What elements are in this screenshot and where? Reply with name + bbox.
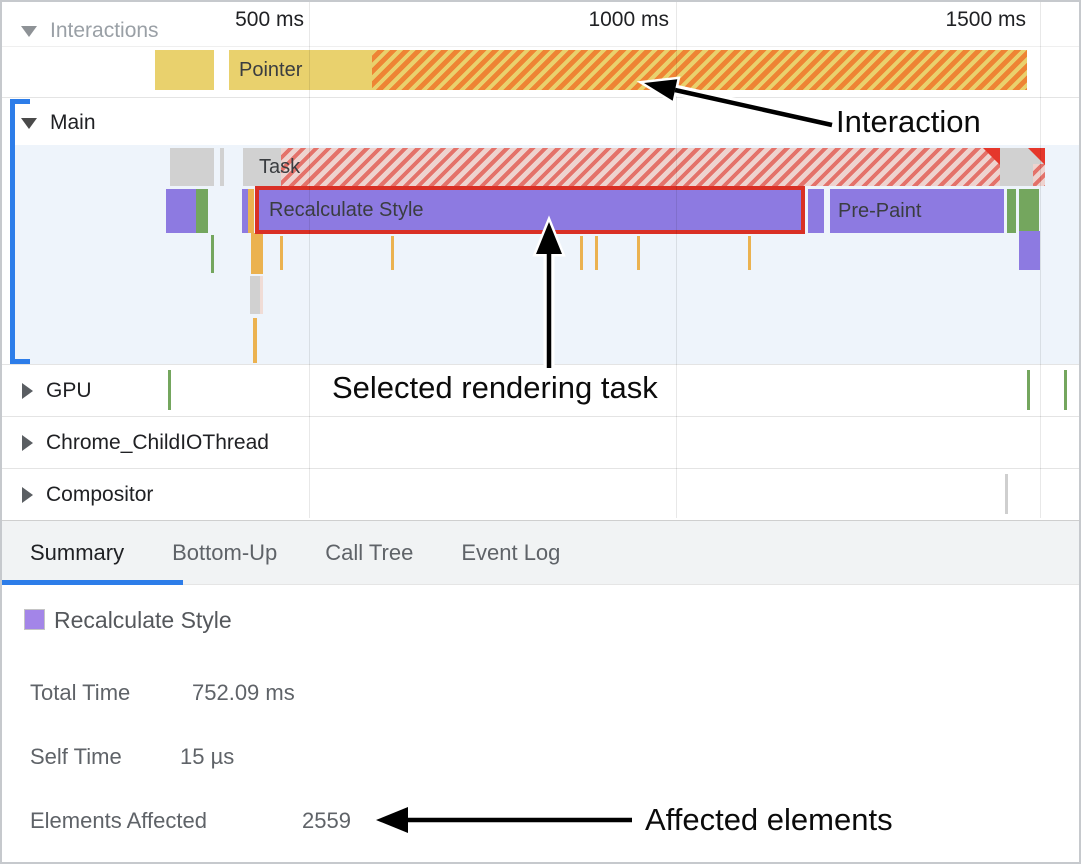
- script-fragment-bar[interactable]: [253, 318, 257, 363]
- compositor-activity-bar[interactable]: [1005, 474, 1008, 514]
- style-recalc-fragment-bar[interactable]: [808, 189, 824, 233]
- category-color-swatch: [24, 609, 45, 630]
- paint-fragment-bar[interactable]: [1019, 189, 1039, 233]
- ruler-divider: [2, 46, 1079, 47]
- track-label: Compositor: [46, 483, 154, 506]
- annotation-selected-task: Selected rendering task: [332, 370, 658, 405]
- elements-affected-label: Elements Affected: [30, 808, 207, 833]
- track-header-childio[interactable]: Chrome_ChildIOThread: [22, 431, 269, 455]
- summary-event-title: Recalculate Style: [54, 607, 232, 633]
- track-divider: [2, 416, 1079, 417]
- style-recalc-fragment-bar[interactable]: [166, 189, 196, 233]
- total-time-label: Total Time: [30, 680, 131, 705]
- track-label: Interactions: [50, 19, 159, 42]
- track-label: Main: [50, 111, 96, 134]
- total-time-value: 752.09 ms: [192, 680, 295, 705]
- time-ruler-label: 1000 ms: [588, 8, 669, 31]
- script-fragment-bar[interactable]: [248, 189, 254, 233]
- gpu-activity-bar[interactable]: [1027, 370, 1030, 410]
- gridline: [676, 2, 677, 518]
- tab-call-tree[interactable]: Call Tree: [325, 539, 414, 565]
- task-fragment-bar[interactable]: [220, 148, 224, 186]
- time-ruler-label: 500 ms: [235, 8, 304, 31]
- track-label: GPU: [46, 379, 92, 402]
- paint-fragment-bar[interactable]: [1007, 189, 1016, 233]
- interaction-event-bar[interactable]: [155, 50, 214, 90]
- long-task-indicator-icon: [983, 148, 1000, 165]
- elements-affected-value: 2559: [302, 808, 351, 833]
- annotation-affected-elements: Affected elements: [645, 802, 893, 837]
- task-fragment-bar[interactable]: [170, 148, 214, 186]
- script-fragment-bar[interactable]: [595, 236, 598, 270]
- annotation-interaction: Interaction: [836, 104, 981, 139]
- script-fragment-bar[interactable]: [251, 233, 263, 274]
- script-fragment-bar[interactable]: [637, 236, 640, 270]
- track-divider: [2, 97, 1079, 98]
- pre-paint-label: Pre-Paint: [838, 200, 922, 222]
- recalculate-style-bar-selected[interactable]: Recalculate Style: [255, 186, 805, 234]
- task-bar[interactable]: [243, 148, 281, 186]
- selected-track-bracket: [10, 99, 15, 364]
- tab-event-log[interactable]: Event Log: [461, 539, 561, 565]
- paint-fragment-bar[interactable]: [196, 189, 208, 233]
- selected-track-bracket: [10, 99, 30, 104]
- gridline: [1040, 2, 1041, 518]
- expand-icon: [22, 383, 33, 399]
- task-label-holder: Task: [243, 148, 443, 186]
- self-time-value: 15 µs: [180, 744, 235, 769]
- script-fragment-bar[interactable]: [748, 236, 751, 270]
- gpu-activity-bar[interactable]: [1064, 370, 1067, 410]
- style-recalc-fragment-bar[interactable]: [242, 189, 248, 233]
- tab-summary[interactable]: Summary: [30, 539, 125, 565]
- track-header-compositor[interactable]: Compositor: [22, 483, 153, 507]
- collapse-icon: [21, 117, 37, 129]
- selected-tab-indicator: [2, 580, 183, 585]
- track-header-gpu[interactable]: GPU: [22, 379, 92, 403]
- track-divider: [2, 468, 1079, 469]
- long-task-hatch-bar: [1033, 164, 1045, 186]
- track-header-main[interactable]: Main: [21, 111, 96, 135]
- tab-bottom-up[interactable]: Bottom-Up: [172, 539, 278, 565]
- track-header-interactions[interactable]: Interactions: [21, 19, 159, 43]
- script-fragment-bar[interactable]: [391, 236, 394, 270]
- recalculate-style-label: Recalculate Style: [269, 199, 424, 221]
- task-fragment-bar[interactable]: [250, 276, 263, 314]
- expand-icon: [22, 435, 33, 451]
- script-fragment-bar[interactable]: [280, 236, 283, 270]
- gpu-activity-bar[interactable]: [168, 370, 171, 410]
- pre-paint-bar[interactable]: Pre-Paint: [830, 189, 1004, 233]
- long-task-hatch-bar[interactable]: [281, 148, 1000, 186]
- long-task-indicator-icon: [1028, 148, 1045, 165]
- script-fragment-bar[interactable]: [580, 236, 583, 270]
- style-recalc-fragment-bar[interactable]: [1019, 231, 1040, 270]
- paint-fragment-bar[interactable]: [211, 235, 214, 273]
- gridline: [309, 2, 310, 518]
- selected-track-bracket: [10, 359, 30, 364]
- time-ruler-label: 1500 ms: [945, 8, 1026, 31]
- track-label: Chrome_ChildIOThread: [46, 431, 269, 454]
- pointer-interaction-bar[interactable]: Pointer: [229, 50, 1027, 90]
- task-label: Task: [259, 156, 301, 178]
- interaction-overrun-hatch: [372, 50, 1027, 90]
- expand-icon: [22, 487, 33, 503]
- collapse-icon: [21, 25, 37, 37]
- self-time-label: Self Time: [30, 744, 122, 769]
- track-divider: [2, 364, 1079, 365]
- pointer-label: Pointer: [239, 59, 303, 81]
- bottom-pane-tabbar: Summary Bottom-Up Call Tree Event Log: [2, 520, 1079, 585]
